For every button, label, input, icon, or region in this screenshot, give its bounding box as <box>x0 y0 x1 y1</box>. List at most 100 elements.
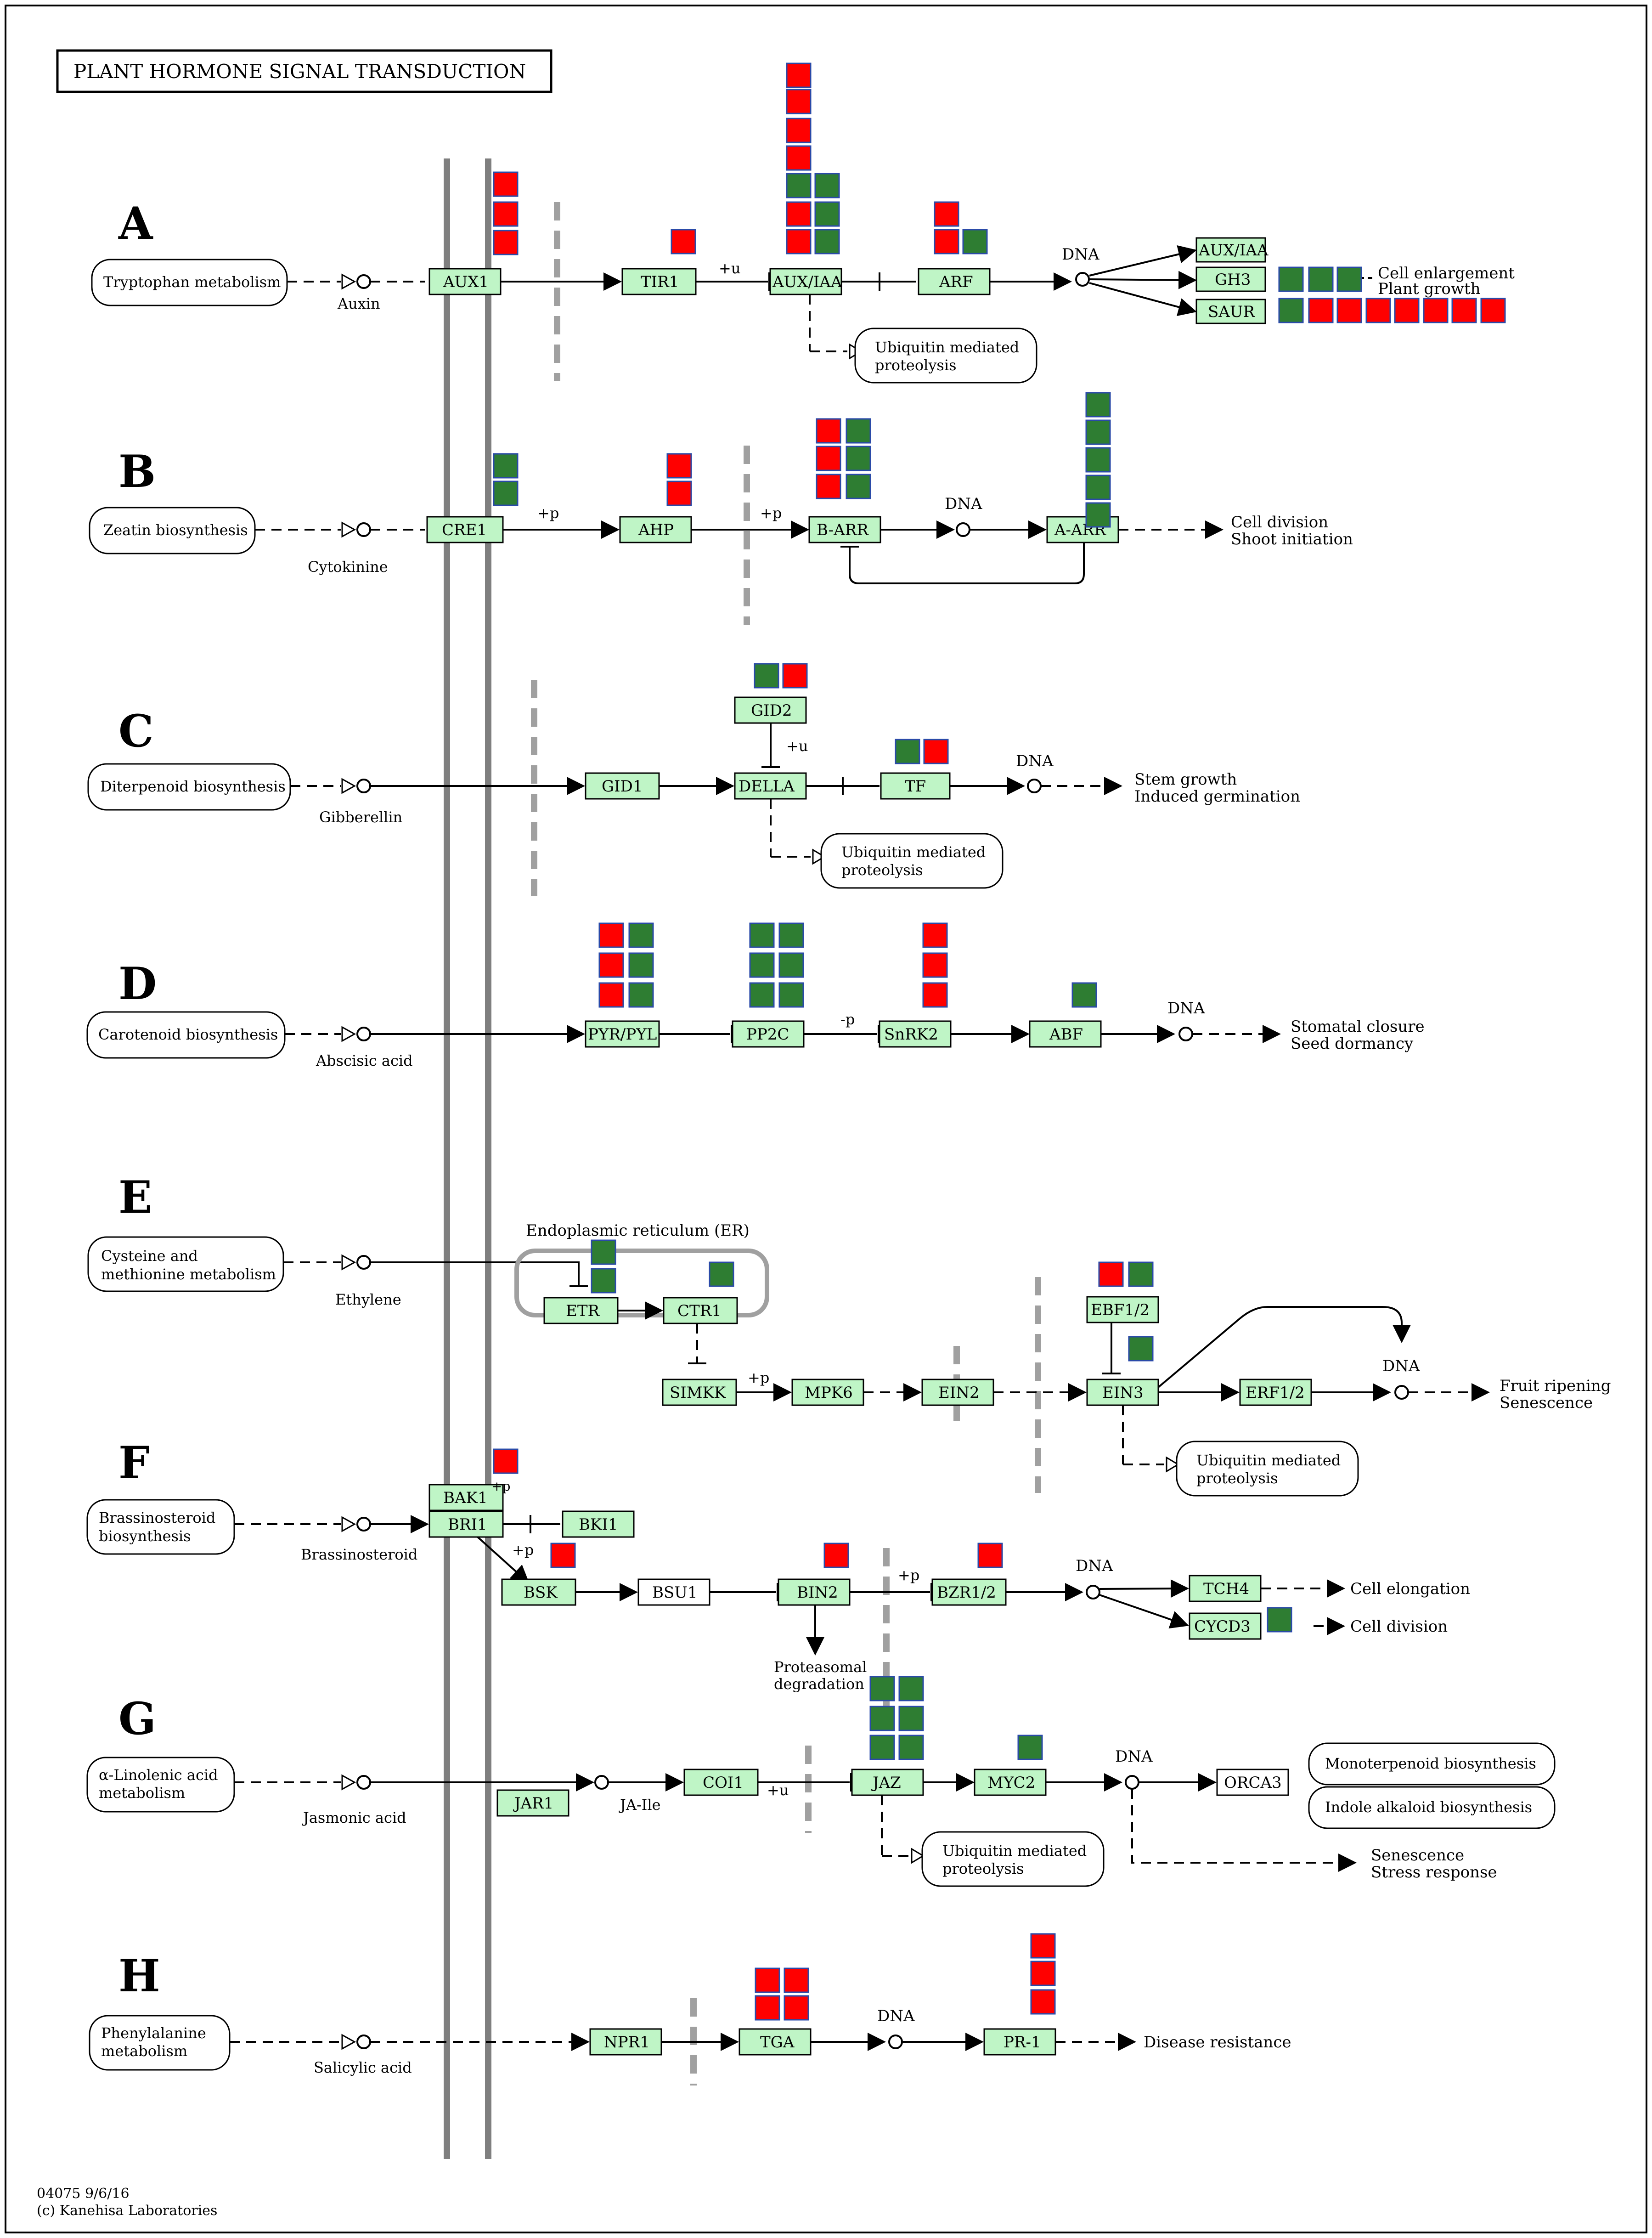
gene-erf[interactable]: ERF1/2 <box>1239 1379 1312 1406</box>
gene-bri1[interactable]: BRI1 <box>429 1510 504 1538</box>
gene-myc2[interactable]: MYC2 <box>974 1769 1047 1796</box>
outcome-cell-elongation: Cell elongation <box>1350 1580 1470 1598</box>
gene-mpk6[interactable]: MPK6 <box>791 1379 864 1406</box>
ubiquitin-e[interactable]: Ubiquitin mediated proteolysis <box>1176 1441 1359 1497</box>
gene-bsu1[interactable]: BSU1 <box>637 1578 710 1606</box>
downregulated-marker <box>898 1735 924 1760</box>
svg-text:+u: +u <box>767 1781 789 1799</box>
source-diterpenoid[interactable]: Diterpenoid biosynthesis <box>87 763 291 811</box>
gene-abf[interactable]: ABF <box>1029 1020 1102 1048</box>
gene-gid1[interactable]: GID1 <box>585 772 660 800</box>
downregulated-marker <box>1278 298 1304 323</box>
downregulated-marker <box>628 952 654 978</box>
outcome-cell-division-b: Cell division <box>1231 513 1328 531</box>
svg-text:proteolysis: proteolysis <box>1196 1469 1278 1487</box>
upregulated-marker <box>1030 1961 1056 1986</box>
gene-pyr-pyl[interactable]: PYR/PYL <box>585 1020 660 1048</box>
gene-ctr1[interactable]: CTR1 <box>663 1297 738 1324</box>
svg-text:+p: +p <box>748 1369 769 1386</box>
outcome-stomatal-closure: Stomatal closure <box>1291 1017 1425 1036</box>
panel-f: F Brassinosteroid biosynthesis Brassinos… <box>86 1437 1470 1693</box>
gene-tch4[interactable]: TCH4 <box>1189 1575 1262 1602</box>
downregulated-marker <box>814 201 840 227</box>
gene-barr[interactable]: B-ARR <box>808 516 881 543</box>
source-tryptophan[interactable]: Tryptophan metabolism <box>91 259 288 306</box>
source-brassinosteroid[interactable]: Brassinosteroid biosynthesis <box>86 1499 235 1555</box>
pathway-indole-alkaloid[interactable]: Indole alkaloid biosynthesis <box>1308 1786 1556 1829</box>
ubiquitin-a[interactable]: Ubiquitin mediated proteolysis <box>854 328 1037 384</box>
svg-text:PYR/PYL: PYR/PYL <box>588 1025 657 1044</box>
downregulated-marker <box>1128 1336 1154 1362</box>
panel-letter-h: H <box>118 1950 160 2002</box>
pathway-monoterpenoid[interactable]: Monoterpenoid biosynthesis <box>1308 1742 1556 1786</box>
downregulated-marker <box>869 1676 895 1701</box>
gene-gh3[interactable]: GH3 <box>1195 266 1266 292</box>
gene-saur[interactable]: SAUR <box>1195 299 1266 324</box>
source-phenylalanine[interactable]: Phenylalanine metabolism <box>89 2015 231 2071</box>
source-zeatin[interactable]: Zeatin biosynthesis <box>89 507 256 554</box>
svg-text:proteolysis: proteolysis <box>841 861 923 879</box>
outcome-seed-dormancy: Seed dormancy <box>1291 1034 1414 1053</box>
svg-text:ERF1/2: ERF1/2 <box>1246 1384 1305 1402</box>
gene-orca3[interactable]: ORCA3 <box>1216 1769 1289 1796</box>
gene-della[interactable]: DELLA <box>734 772 807 800</box>
svg-text:BIN2: BIN2 <box>797 1583 838 1602</box>
ubiquitin-c[interactable]: Ubiquitin mediated proteolysis <box>820 833 1004 889</box>
gene-coi1[interactable]: COI1 <box>683 1769 759 1796</box>
gene-aux1[interactable]: AUX1 <box>429 268 502 295</box>
svg-text:BZR1/2: BZR1/2 <box>937 1583 996 1602</box>
outcome-stress-response: Stress response <box>1371 1863 1497 1882</box>
gene-ahp[interactable]: AHP <box>619 516 692 543</box>
upregulated-marker <box>598 982 624 1008</box>
gene-bki1[interactable]: BKI1 <box>562 1510 635 1538</box>
gene-bak1[interactable]: BAK1 <box>429 1484 504 1511</box>
dna-node-a <box>1075 272 1090 287</box>
gene-pr1[interactable]: PR-1 <box>983 2028 1056 2056</box>
downregulated-marker <box>754 663 779 689</box>
gene-jar1[interactable]: JAR1 <box>496 1789 569 1817</box>
gene-ebf[interactable]: EBF1/2 <box>1086 1296 1159 1323</box>
svg-text:B-ARR: B-ARR <box>817 521 869 539</box>
gene-cycd3[interactable]: CYCD3 <box>1189 1612 1262 1640</box>
gene-bin2[interactable]: BIN2 <box>778 1578 851 1606</box>
gene-ein3[interactable]: EIN3 <box>1086 1379 1159 1406</box>
ubiquitin-g[interactable]: Ubiquitin mediated proteolysis <box>921 1831 1105 1887</box>
upregulated-marker <box>755 1967 780 1993</box>
gene-ein2[interactable]: EIN2 <box>921 1379 994 1406</box>
source-cysteine[interactable]: Cysteine and methionine metabolism <box>87 1236 284 1292</box>
gene-simkk[interactable]: SIMKK <box>662 1379 737 1406</box>
svg-text:MYC2: MYC2 <box>987 1774 1035 1792</box>
gene-bsk[interactable]: BSK <box>501 1578 576 1606</box>
downregulated-marker <box>1071 982 1097 1008</box>
gene-pp2c[interactable]: PP2C <box>732 1020 805 1048</box>
gene-etr[interactable]: ETR <box>543 1297 619 1324</box>
gene-snrk2[interactable]: SnRK2 <box>879 1020 952 1048</box>
svg-text:AUX1: AUX1 <box>443 273 489 291</box>
svg-text:Brassinosteroid: Brassinosteroid <box>99 1509 215 1526</box>
gene-arf[interactable]: ARF <box>918 268 991 295</box>
gene-auxiaa[interactable]: AUX/IAA <box>769 268 842 295</box>
gene-tir1[interactable]: TIR1 <box>621 268 697 295</box>
svg-text:CYCD3: CYCD3 <box>1194 1617 1251 1636</box>
source-linolenic[interactable]: α-Linolenic acid metabolism <box>86 1757 235 1813</box>
gene-bzr[interactable]: BZR1/2 <box>931 1578 1007 1606</box>
gene-cre1[interactable]: CRE1 <box>426 516 504 543</box>
svg-text:proteolysis: proteolysis <box>875 356 957 374</box>
source-carotenoid[interactable]: Carotenoid biosynthesis <box>86 1011 286 1059</box>
upregulated-marker <box>922 982 948 1008</box>
gene-gid2[interactable]: GID2 <box>734 696 807 724</box>
panel-b: B Zeatin biosynthesis Cytokinine CRE1 +p… <box>89 446 1353 584</box>
gene-auxiaa-target[interactable]: AUX/IAA <box>1195 237 1269 263</box>
gene-jaz[interactable]: JAZ <box>851 1769 924 1796</box>
gene-tf[interactable]: TF <box>880 772 951 800</box>
upregulated-marker <box>1336 298 1362 323</box>
svg-text:CRE1: CRE1 <box>442 521 487 539</box>
svg-text:ETR: ETR <box>566 1302 600 1320</box>
upregulated-marker <box>666 480 692 506</box>
downregulated-marker <box>898 1706 924 1731</box>
upregulated-marker <box>816 446 841 471</box>
upregulated-marker <box>671 229 696 254</box>
gene-tga[interactable]: TGA <box>739 2028 812 2056</box>
gene-npr1[interactable]: NPR1 <box>589 2028 662 2056</box>
svg-text:+p: +p <box>537 504 559 522</box>
